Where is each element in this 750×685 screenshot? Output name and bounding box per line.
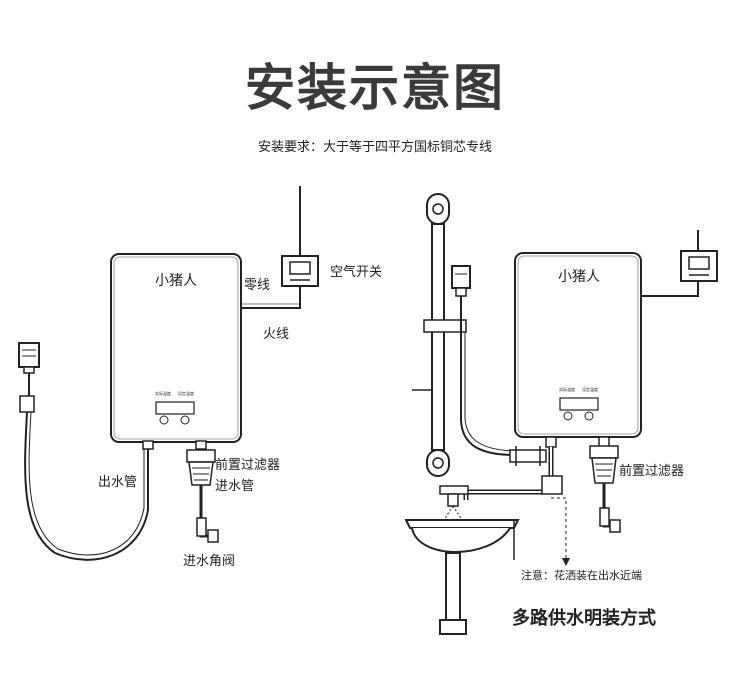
right-shower-head-icon <box>451 265 471 297</box>
faucet-icon <box>439 485 469 507</box>
right-shower-hose <box>460 296 516 456</box>
right-angle-valve-icon <box>599 507 621 533</box>
right-display-panel <box>559 397 599 411</box>
installation-requirement: 安装要求：大于等于四平方国标铜芯专线 <box>257 140 492 155</box>
note-leader-line <box>551 497 567 562</box>
left-power-cable <box>242 286 301 309</box>
brand-logo-left: 小猪人 <box>155 273 197 289</box>
neutral-wire-label: 零线 <box>244 278 270 293</box>
right-caption: 多路供水明装方式 <box>512 607 656 629</box>
left-air-switch-icon <box>281 255 319 287</box>
panel-label-right-b: 设定温度 <box>582 386 598 392</box>
live-wire-label: 火线 <box>263 327 289 342</box>
mixer-valve-icon <box>509 446 547 466</box>
left-shower-hose <box>24 373 149 561</box>
left-shower-head-icon <box>18 342 40 413</box>
brand-logo-right: 小猪人 <box>558 269 600 285</box>
pre-filter-label-right: 前置过滤器 <box>619 463 684 479</box>
left-angle-valve-icon <box>196 517 219 543</box>
right-air-switch-icon <box>680 250 718 282</box>
right-water-heater <box>514 252 642 438</box>
left-water-heater <box>110 253 242 443</box>
angle-valve-label: 进水角阀 <box>183 554 235 569</box>
shower-note: 注意：花洒装在出水近端 <box>521 568 642 582</box>
right-pre-filter-icon <box>589 445 619 484</box>
panel-label-left-b: 设定温度 <box>178 390 194 396</box>
outlet-pipe-label: 出水管 <box>98 475 137 490</box>
air-switch-label: 空气开关 <box>330 264 382 280</box>
inlet-pipe-label: 进水管 <box>215 479 254 494</box>
shower-rail-icon <box>412 193 467 477</box>
panel-label-right-a: 实际温度 <box>559 386 575 392</box>
left-display-panel <box>155 401 195 415</box>
right-knob-icon <box>563 411 573 421</box>
wash-basin-icon <box>404 519 520 635</box>
right-knob-icon-2 <box>584 411 594 421</box>
panel-label-left-a: 实际温度 <box>155 390 171 396</box>
left-installation <box>18 186 319 561</box>
right-installation <box>404 193 718 635</box>
left-pre-filter-icon <box>186 449 216 486</box>
left-knob-icon <box>159 415 169 425</box>
left-knob-icon-2 <box>180 415 190 425</box>
pre-filter-label-left: 前置过滤器 <box>215 457 280 473</box>
diagram-title: 安装示意图 <box>245 59 505 117</box>
right-power-cable <box>640 281 699 297</box>
